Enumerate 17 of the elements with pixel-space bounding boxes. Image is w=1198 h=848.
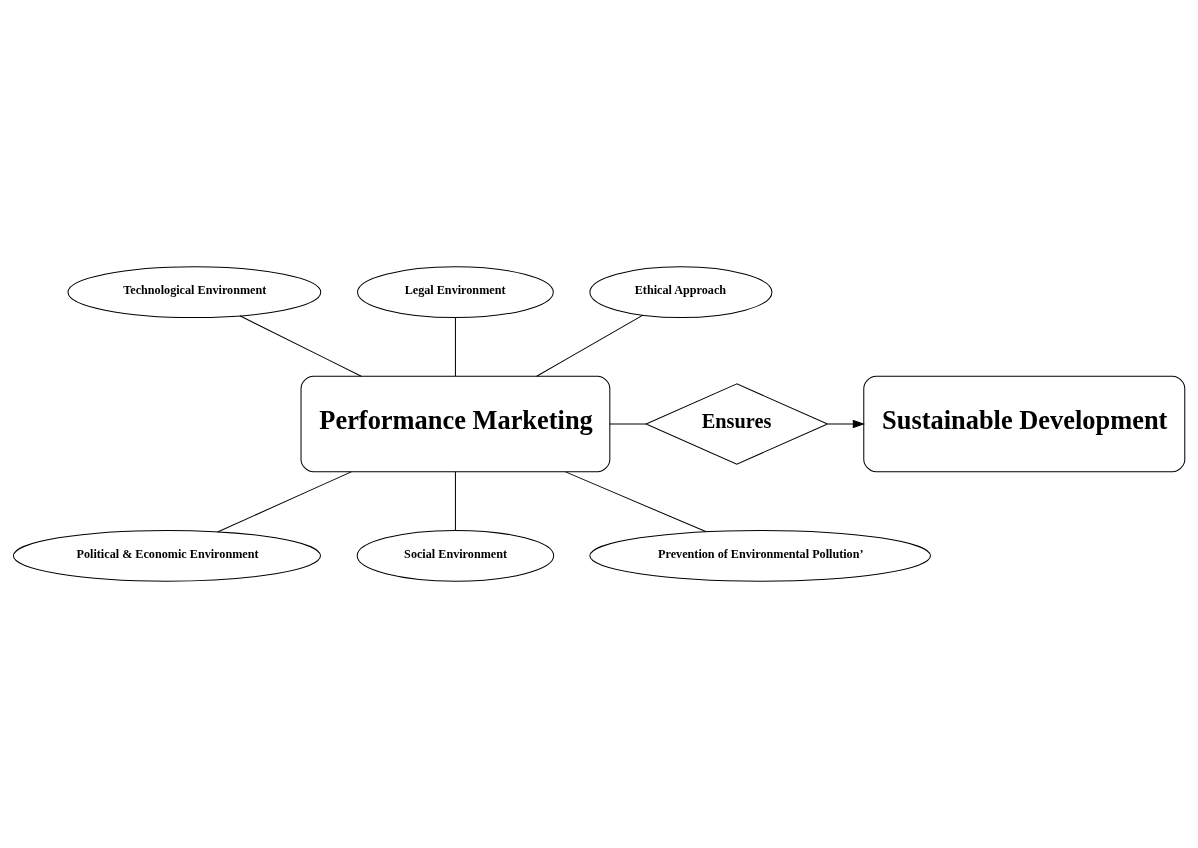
node-ellipse: Legal Environment	[357, 266, 554, 319]
node-box: Sustainable Development	[863, 375, 1186, 473]
node-ellipse: Prevention of Environmental Pollution’	[589, 529, 931, 582]
node-box: Performance Marketing	[300, 375, 611, 473]
connector	[454, 471, 456, 532]
connector	[454, 317, 456, 377]
node-ellipse: Technological Environment	[67, 266, 322, 319]
node-ellipse: Political & Economic Environment	[12, 529, 321, 582]
arrow	[827, 419, 865, 429]
connector	[536, 314, 644, 377]
connector	[564, 471, 707, 533]
connector	[609, 423, 647, 425]
node-ellipse: Social Environment	[356, 529, 555, 582]
node-ellipse: Ethical Approach	[589, 266, 773, 319]
node-diamond: Ensures	[644, 383, 829, 465]
connector	[217, 471, 352, 533]
connector	[239, 315, 362, 377]
